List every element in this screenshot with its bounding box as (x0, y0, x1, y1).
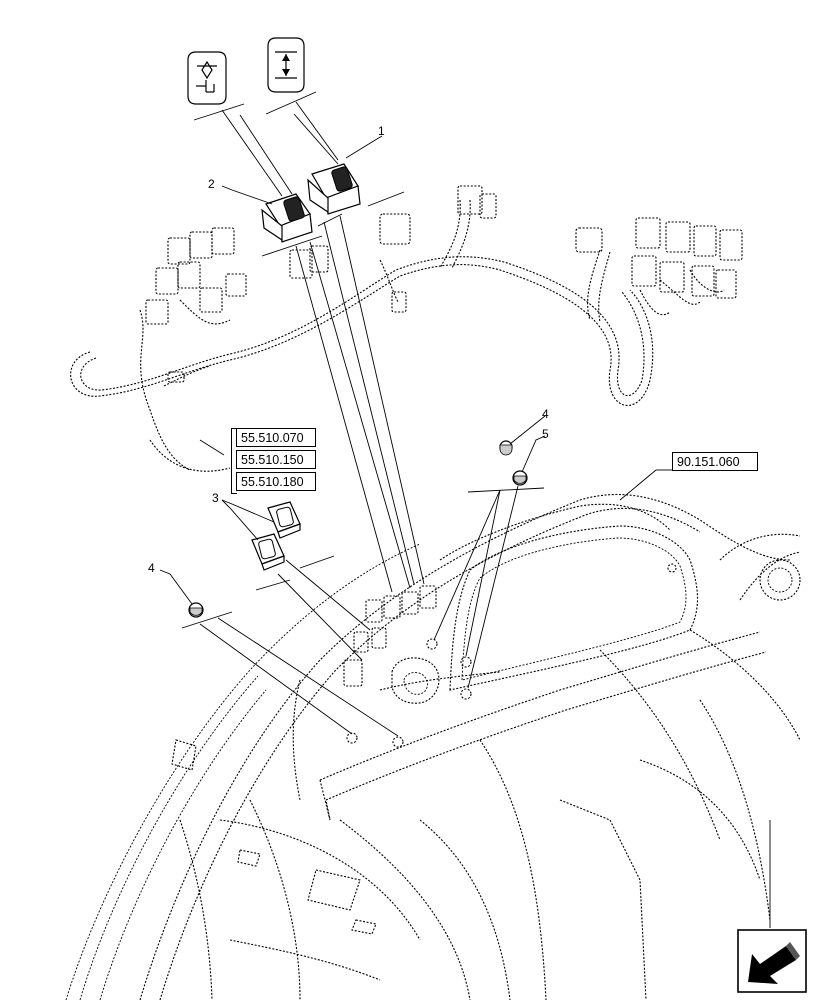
callout-1: 1 (378, 124, 385, 138)
switch-symbol-tag-left (187, 51, 227, 105)
callout-leaders (159, 135, 546, 605)
switch-blank-3-upper (267, 501, 301, 539)
wiring-harness (70, 199, 725, 472)
switch-symbol-tag-right (267, 37, 305, 93)
reference-55-510-180[interactable]: 55.510.180 (236, 472, 316, 491)
tag-leaders (193, 91, 339, 197)
hydraulic-valve-symbol-icon (196, 60, 217, 93)
callout-3: 3 (212, 491, 219, 505)
rocker-switch-2 (261, 193, 313, 243)
reference-55-510-150[interactable]: 55.510.150 (236, 450, 316, 469)
plug-4-left (188, 602, 204, 618)
switch-openings (343, 585, 472, 748)
reference-90-151-060[interactable]: 90.151.060 (672, 452, 758, 471)
callout-5: 5 (542, 427, 549, 441)
dashboard-body (65, 493, 801, 1000)
callout-4-right: 4 (542, 407, 549, 421)
plug-5 (512, 470, 528, 486)
callout-4-left: 4 (148, 561, 155, 575)
callout-2: 2 (208, 177, 215, 191)
installation-leaders (181, 191, 771, 928)
plug-4-right (499, 440, 513, 456)
reference-55-510-070[interactable]: 55.510.070 (236, 428, 316, 447)
reference-bracket (231, 428, 237, 494)
switch-blank-3-lower (251, 533, 285, 571)
rocker-switch-1 (307, 163, 361, 215)
up-down-arrows-symbol-icon (275, 51, 297, 79)
harness-connectors (145, 185, 743, 383)
arrow-lower-left-icon[interactable] (737, 929, 807, 993)
